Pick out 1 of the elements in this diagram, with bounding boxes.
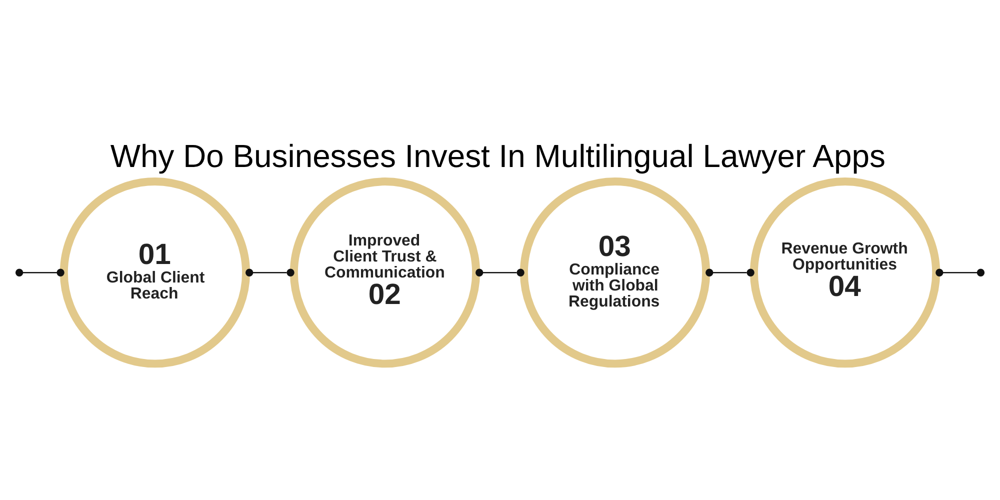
- diagram-title: Why Do Businesses Invest In Multilingual Lawyer Apps: [110, 138, 886, 174]
